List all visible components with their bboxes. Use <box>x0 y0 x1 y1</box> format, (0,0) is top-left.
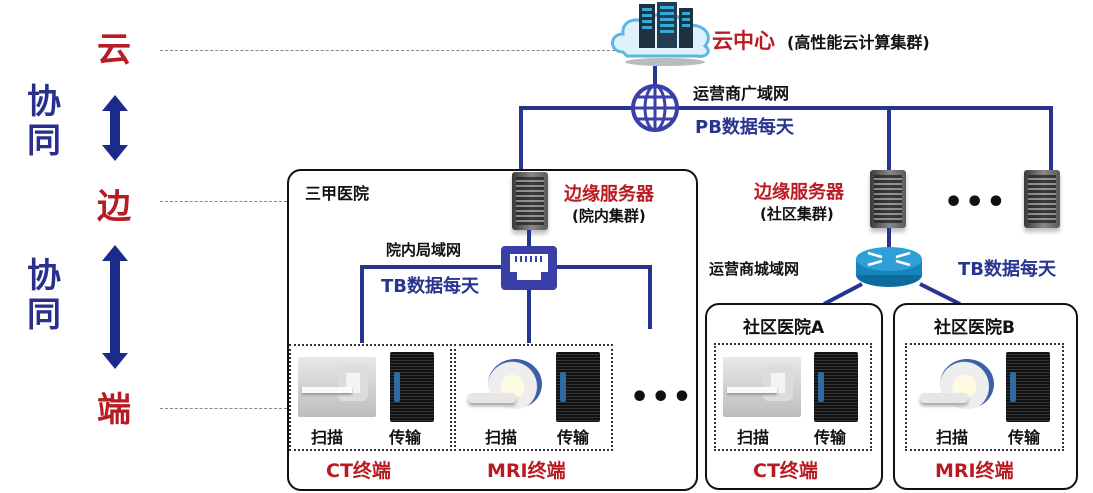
wan-backbone-wire <box>519 106 1053 110</box>
ct-scanner-icon <box>723 357 801 417</box>
transfer-label: 传输 <box>389 428 422 447</box>
mri-terminal-group <box>905 343 1064 451</box>
collab-char: 同 <box>27 121 61 162</box>
tertiary-edge-server-label: 边缘服务器 <box>564 184 654 205</box>
end-guide-line <box>160 408 287 409</box>
lan-data-rate: TB数据每天 <box>381 276 479 297</box>
cloud-center-subtitle: (高性能云计算集群) <box>787 33 930 52</box>
edge-server-icon <box>1024 170 1060 228</box>
more-servers-ellipsis: ••• <box>944 185 1008 220</box>
more-terminals-ellipsis: ••• <box>630 380 694 415</box>
ct-terminal-label: CT终端 <box>753 460 818 482</box>
mri-terminal-label: MRI终端 <box>487 460 566 482</box>
wan-drop-tertiary <box>519 106 523 170</box>
cloud-uplink-wire <box>653 66 657 88</box>
community-edge-server-label: 边缘服务器 <box>754 182 844 203</box>
collab-char: 协 <box>27 82 61 122</box>
level-edge-label: 边 <box>97 187 131 227</box>
ct-terminal-group <box>714 343 872 451</box>
ct-scanner-icon <box>298 357 376 417</box>
level-end-label: 端 <box>97 390 131 430</box>
man-data-rate: TB数据每天 <box>958 259 1056 280</box>
mri-terminal-label: MRI终端 <box>935 460 1014 482</box>
transfer-label: 传输 <box>814 428 847 447</box>
lan-drop-more <box>648 265 652 329</box>
edge-guide-line <box>160 201 287 202</box>
mri-terminal-group <box>454 344 613 451</box>
transfer-label: 传输 <box>1008 428 1041 447</box>
scan-label: 扫描 <box>737 428 770 447</box>
community-hospital-a-title: 社区医院A <box>743 318 825 338</box>
cloud-datacenter-icon <box>611 2 710 66</box>
edge-server-icon <box>512 172 548 230</box>
community-hospital-b-title: 社区医院B <box>934 318 1015 338</box>
lan-drop-ct <box>360 265 364 343</box>
server-to-lan-wire <box>527 230 531 248</box>
man-label: 运营商城域网 <box>709 260 800 278</box>
collab-char: 同 <box>27 295 61 336</box>
ct-terminal-label: CT终端 <box>326 460 391 482</box>
tertiary-edge-server-sublabel: (院内集群) <box>572 207 646 225</box>
mri-scanner-icon <box>918 355 998 417</box>
transfer-device-icon <box>1006 352 1050 422</box>
transfer-device-icon <box>556 352 600 422</box>
transfer-label: 传输 <box>557 428 590 447</box>
double-arrow-icon <box>102 245 128 369</box>
transfer-device-icon <box>390 352 434 422</box>
community-edge-server-sublabel: (社区集群) <box>760 205 834 223</box>
server-to-router-wire <box>887 228 891 248</box>
lan-label: 院内局域网 <box>386 241 462 259</box>
mri-scanner-icon <box>466 355 546 417</box>
router-icon <box>856 247 922 287</box>
wan-drop-other <box>1049 106 1053 172</box>
ct-terminal-group <box>289 344 452 451</box>
scan-label: 扫描 <box>485 428 518 447</box>
collab-label-bottom: 协 同 <box>24 256 64 336</box>
wan-label: 运营商广域网 <box>693 84 790 103</box>
scan-label: 扫描 <box>311 428 344 447</box>
router-links <box>823 282 961 306</box>
collab-label-top: 协 同 <box>24 82 64 162</box>
wan-data-rate: PB数据每天 <box>695 117 794 138</box>
lan-right-wire <box>556 265 652 269</box>
collab-char: 协 <box>27 256 61 296</box>
wan-drop-community <box>887 106 891 172</box>
level-cloud-label: 云 <box>97 30 131 70</box>
globe-icon <box>631 84 679 132</box>
edge-server-icon <box>870 170 906 228</box>
tertiary-hospital-title: 三甲医院 <box>305 184 370 203</box>
scan-label: 扫描 <box>936 428 969 447</box>
double-arrow-icon <box>102 95 128 161</box>
tertiary-hospital-panel <box>287 169 698 491</box>
cloud-guide-line <box>160 50 615 51</box>
lan-drop-mri <box>527 288 531 343</box>
cloud-center-title: 云中心 <box>712 29 775 53</box>
lan-left-wire <box>360 265 502 269</box>
transfer-device-icon <box>814 352 858 422</box>
ethernet-port-icon <box>501 246 557 290</box>
